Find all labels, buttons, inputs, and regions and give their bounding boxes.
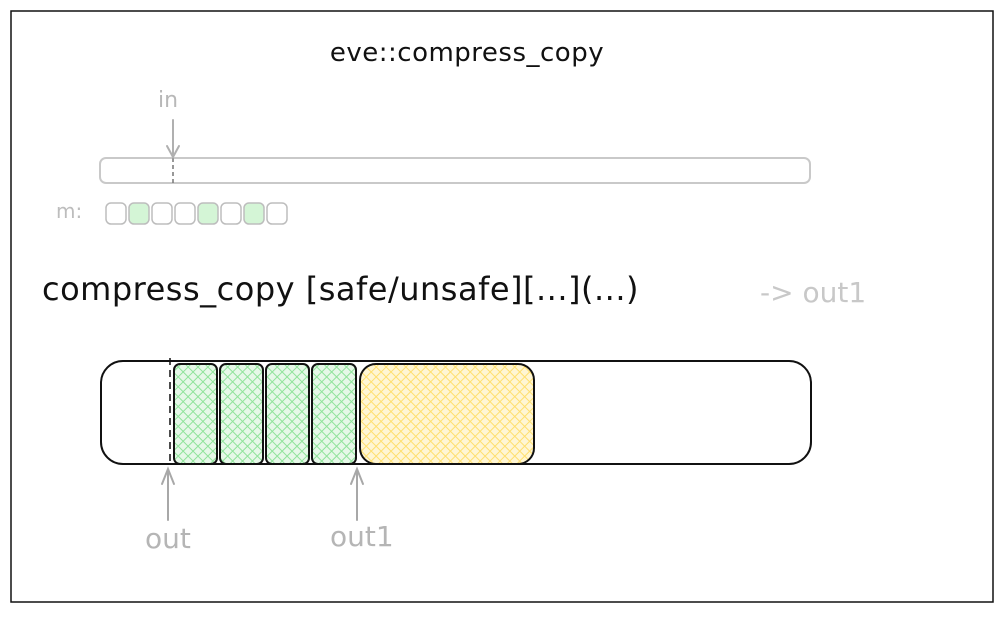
output-segment-written xyxy=(265,363,310,465)
mask-cell xyxy=(243,202,265,225)
mask-cell xyxy=(128,202,150,225)
in-arrow xyxy=(166,119,180,160)
out-arrow xyxy=(161,466,175,521)
output-segments xyxy=(173,363,535,465)
mask-cell xyxy=(174,202,196,225)
mask-cell xyxy=(266,202,288,225)
output-segment-written xyxy=(311,363,357,465)
input-label: in xyxy=(158,88,179,113)
output-end-label: out1 xyxy=(330,520,394,553)
mask-cell xyxy=(197,202,219,225)
output-label: out xyxy=(145,522,191,555)
mask-cell xyxy=(105,202,127,225)
frame-border xyxy=(10,10,994,603)
mask-cell xyxy=(151,202,173,225)
output-segment-written xyxy=(219,363,264,465)
output-segment-unsafe xyxy=(359,363,535,465)
output-segment-written xyxy=(173,363,218,465)
input-range xyxy=(99,157,811,184)
call-signature: compress_copy [safe/unsafe][...](...) xyxy=(42,270,639,308)
out1-arrow xyxy=(350,466,364,521)
diagram-title: eve::compress_copy xyxy=(329,38,605,68)
mask-cell xyxy=(220,202,242,225)
call-result: -> out1 xyxy=(760,276,867,309)
mask-label: m: xyxy=(56,199,83,223)
mask-cells xyxy=(105,202,288,225)
